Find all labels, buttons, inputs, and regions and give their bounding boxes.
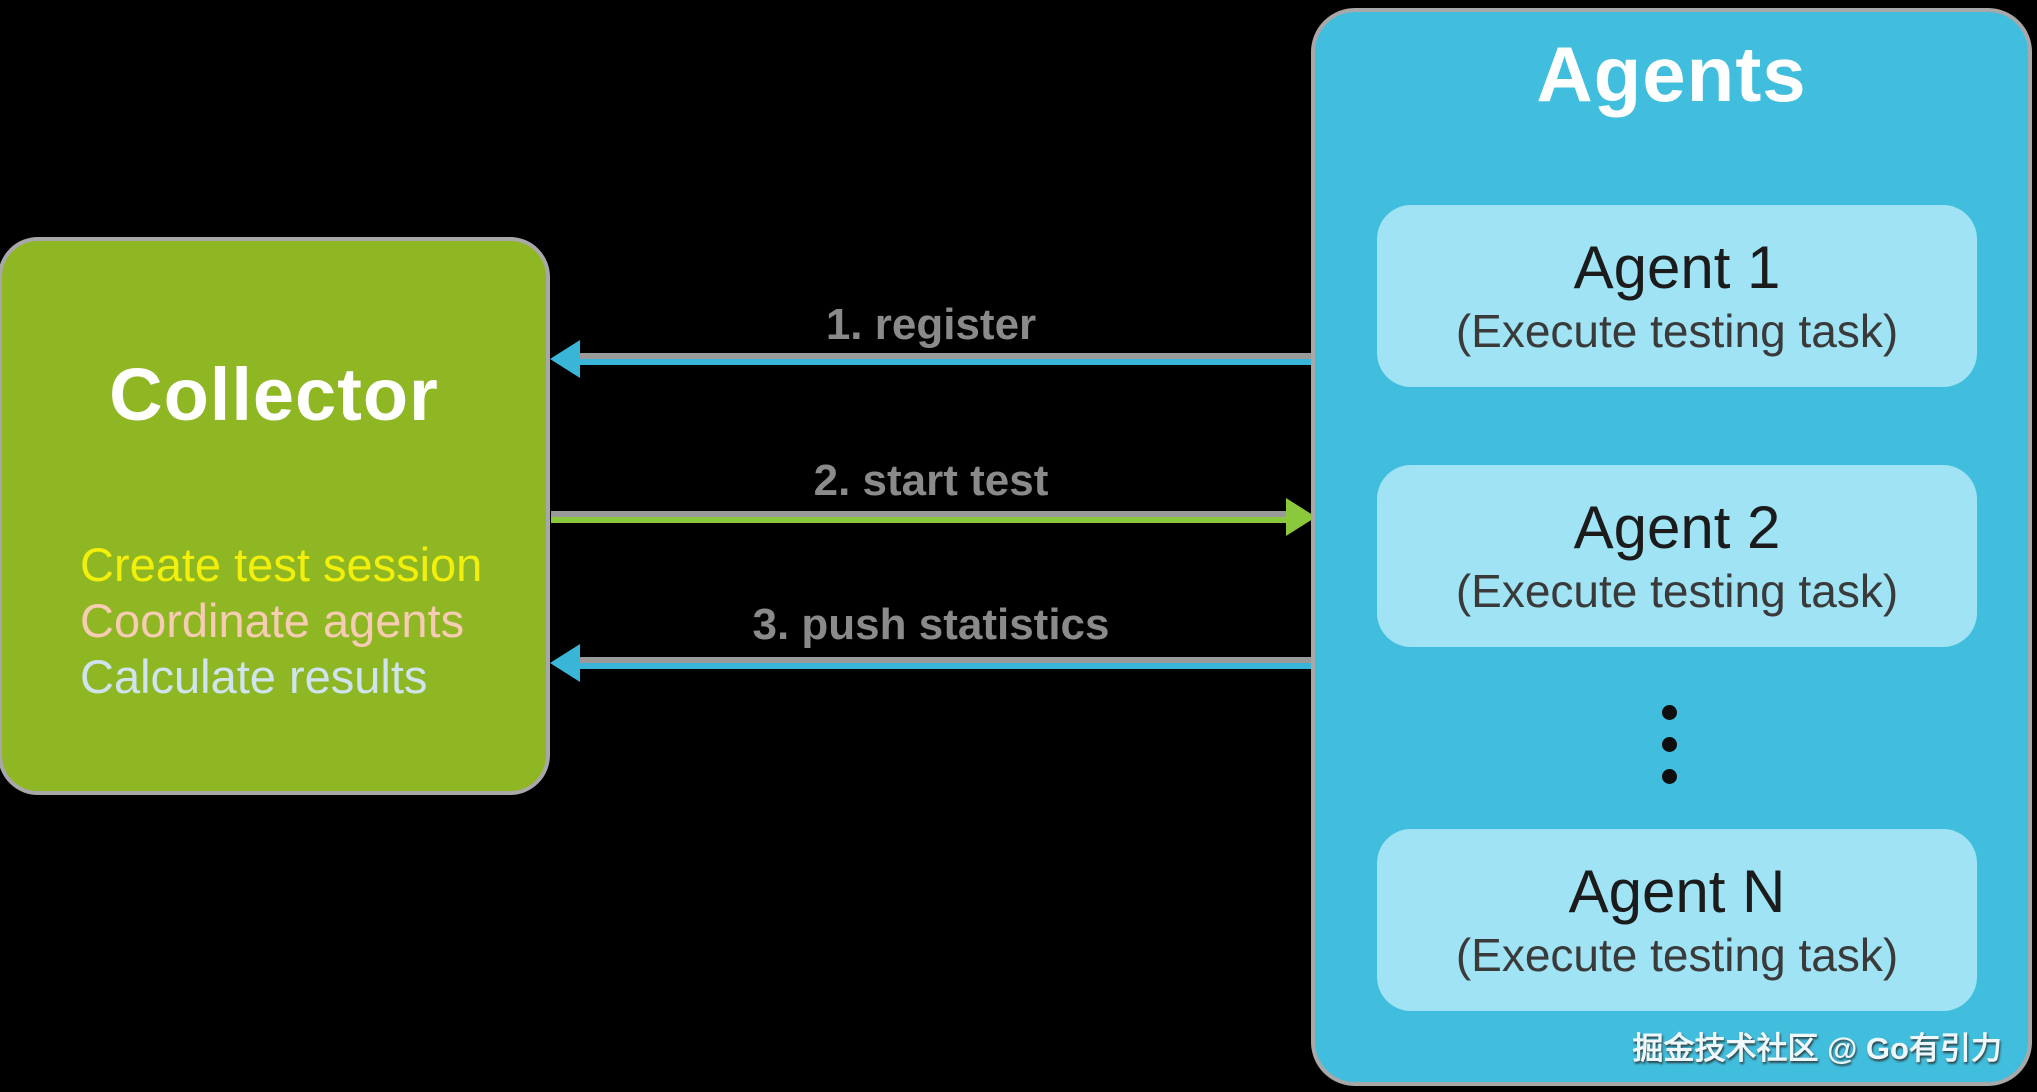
agent-1-subtitle: (Execute testing task) [1455,305,1899,357]
ellipsis-dot [1662,705,1677,720]
watermark-text: 掘金技术社区 @ Go有引力 [1632,1031,2002,1066]
responsibility-create-test-session: Create test session [80,538,483,591]
collector-responsibilities: Create test session Coordinate agents Ca… [80,537,482,705]
arrow-start-test-label: 2. start test [813,456,1049,505]
responsibility-calculate-results: Calculate results [80,650,428,703]
agents-box: Agents Agent 1 (Execute testing task) Ag… [1311,8,2032,1086]
arrow-register-label: 1. register [825,300,1037,349]
arrow-register-line [574,359,1311,365]
arrow-start-test-track [551,511,1288,517]
agent-n-subtitle: (Execute testing task) [1455,929,1899,981]
agent-card-n: Agent N (Execute testing task) [1377,829,1977,1011]
responsibility-coordinate-agents: Coordinate agents [80,594,465,647]
arrowhead-left-icon [550,644,580,682]
agent-2-name: Agent 2 [1573,494,1781,561]
agents-title: Agents [1536,30,1807,118]
arrow-push-statistics-track [574,657,1311,663]
arrow-register-track [574,353,1311,359]
collector-box: Collector Create test session Coordinate… [0,237,550,795]
agent-card-2: Agent 2 (Execute testing task) [1377,465,1977,647]
agent-card-1: Agent 1 (Execute testing task) [1377,205,1977,387]
collector-title: Collector [109,353,439,436]
ellipsis-dot [1662,737,1677,752]
arrowhead-left-icon [550,340,580,378]
agent-n-name: Agent N [1568,858,1786,925]
arrow-push-statistics-label: 3. push statistics [752,600,1110,649]
arrow-start-test-line [551,517,1288,523]
agent-1-name: Agent 1 [1573,234,1781,301]
arrow-push-statistics-line [574,663,1311,669]
agent-2-subtitle: (Execute testing task) [1455,565,1899,617]
ellipsis-dot [1662,769,1677,784]
